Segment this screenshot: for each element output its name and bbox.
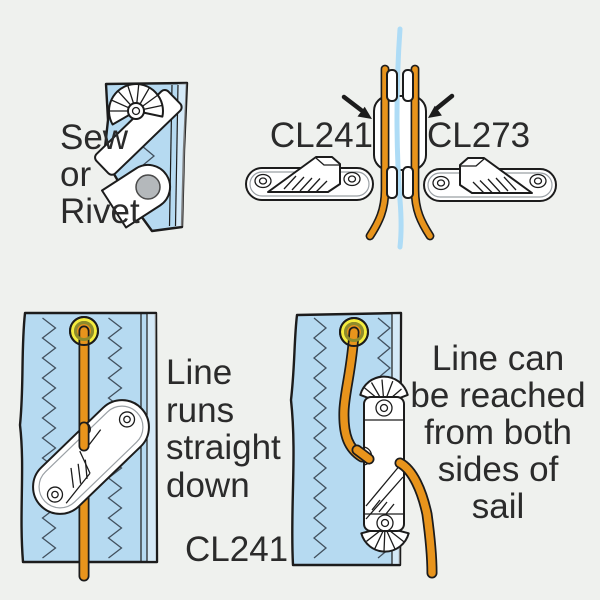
line-reach-caption: Line can be reached from both sides of s… — [410, 339, 586, 526]
rivet — [135, 174, 161, 200]
straight-down-illustration — [18, 311, 159, 582]
arrow-right-icon — [428, 93, 455, 118]
sail-edge-view — [394, 26, 404, 250]
cl241-label: CL241 — [269, 116, 373, 155]
sail-edge-strip — [147, 314, 156, 561]
both-sides-illustration — [289, 311, 438, 579]
cl273-label: CL273 — [427, 116, 531, 155]
stitch-zigzag — [312, 317, 328, 559]
cam-cleat — [32, 399, 150, 515]
stitch-zigzag — [41, 317, 57, 559]
line-runs-caption: Line runs straight down — [166, 353, 281, 505]
back-to-back-illustration — [245, 26, 557, 250]
stitch-fan — [108, 83, 164, 126]
cl241-profile — [245, 156, 374, 201]
arrow-left-icon — [341, 94, 372, 119]
sew-or-rivet-caption: Sew or Rivet — [60, 118, 140, 231]
cl273-profile — [423, 157, 557, 202]
cl241-caption: CL241 — [185, 530, 289, 569]
cleat-plate — [402, 69, 414, 102]
sew-rivet-illustration — [94, 81, 189, 233]
cleat-plate — [386, 166, 398, 199]
sewn-cam-cleat — [359, 375, 410, 553]
cleat-plate — [386, 69, 398, 102]
cleat-plate — [402, 166, 414, 199]
